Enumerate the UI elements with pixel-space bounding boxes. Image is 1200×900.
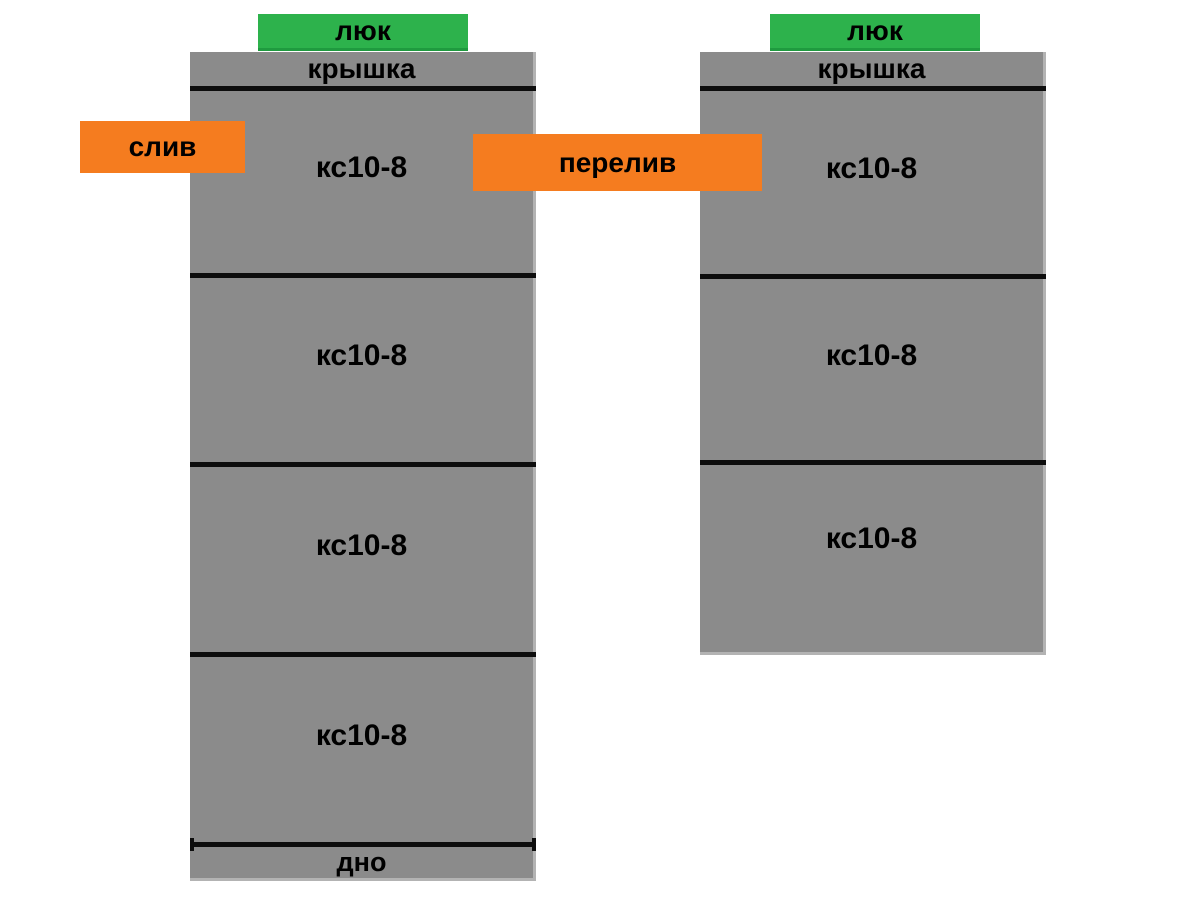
right-ring-1: кс10-8 [825, 151, 918, 185]
right-cover-line [700, 86, 1046, 91]
left-ring-divider-3 [190, 652, 536, 657]
left-floor-label: дно [336, 847, 387, 877]
drain-label: слив [80, 121, 245, 173]
left-cover-line [190, 86, 536, 91]
left-ring-divider-1 [190, 273, 536, 278]
right-ring-2: кс10-8 [825, 338, 918, 372]
left-floor-line [190, 838, 536, 851]
left-ring-divider-2 [190, 462, 536, 467]
right-cover-label: крышка [817, 53, 926, 84]
overflow-label: перелив [473, 134, 762, 191]
right-ring-divider-2 [700, 460, 1046, 465]
left-cover-label: крышка [307, 53, 416, 84]
right-ring-divider-1 [700, 274, 1046, 279]
left-ring-3: кс10-8 [315, 528, 408, 562]
right-hatch-block: люк [770, 14, 980, 51]
left-ring-4: кс10-8 [315, 718, 408, 752]
left-ring-1: кс10-8 [315, 151, 408, 184]
left-ring-2: кс10-8 [315, 339, 408, 372]
left-hatch-block: люк [258, 14, 468, 51]
right-ring-3: кс10-8 [825, 521, 918, 555]
